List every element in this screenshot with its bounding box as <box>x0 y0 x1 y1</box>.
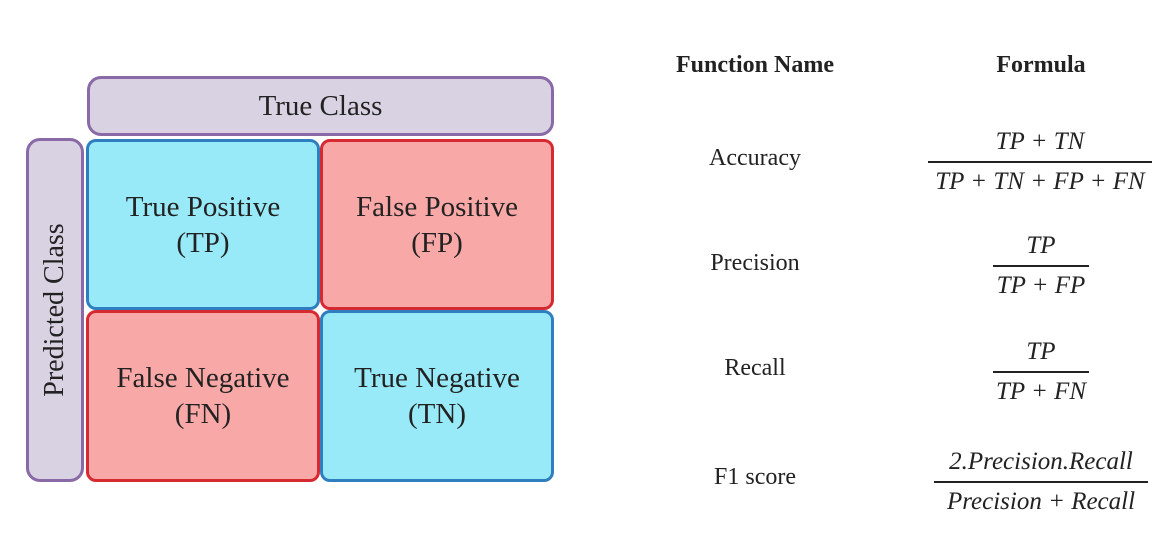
fraction-bar <box>928 161 1152 163</box>
false-negative-label: False Negative <box>116 362 290 394</box>
precision-name: Precision <box>710 250 800 276</box>
f1-score-formula: 2.Precision.Recall Precision + Recall <box>934 446 1148 518</box>
accuracy-formula: TP + TN TP + TN + FP + FN <box>928 126 1152 198</box>
fraction-bar <box>993 371 1089 373</box>
false-negative-cell: False Negative (FN) <box>86 310 320 482</box>
true-class-header: True Class <box>87 76 554 136</box>
false-positive-abbr: (FP) <box>411 226 463 259</box>
function-name-header: Function Name <box>676 52 834 78</box>
fraction-bar <box>934 481 1148 483</box>
f1-score-numerator: 2.Precision.Recall <box>949 448 1133 475</box>
predicted-class-label: Predicted Class <box>39 223 70 397</box>
accuracy-name: Accuracy <box>709 145 801 171</box>
false-negative-abbr: (FN) <box>174 398 232 430</box>
true-positive-label: True Positive <box>125 190 281 223</box>
true-negative-label: True Negative <box>354 362 520 394</box>
formula-header: Formula <box>996 52 1086 78</box>
accuracy-denominator: TP + TN + FP + FN <box>935 168 1145 195</box>
recall-denominator: TP + FN <box>995 378 1087 405</box>
true-positive-cell: True Positive (TP) <box>86 139 320 310</box>
precision-denominator: TP + FP <box>996 272 1086 299</box>
f1-score-name: F1 score <box>714 464 796 490</box>
precision-formula: TP TP + FP <box>993 230 1089 302</box>
true-positive-abbr: (TP) <box>176 226 230 259</box>
true-negative-cell: True Negative (TN) <box>320 310 554 482</box>
recall-formula: TP TP + FN <box>993 336 1089 408</box>
recall-name: Recall <box>724 355 786 381</box>
f1-score-denominator: Precision + Recall <box>946 488 1136 515</box>
true-negative-abbr: (TN) <box>408 398 466 430</box>
predicted-class-header: Predicted Class <box>26 138 84 482</box>
precision-numerator: TP <box>1026 232 1056 259</box>
recall-numerator: TP <box>1026 338 1056 365</box>
accuracy-numerator: TP + TN <box>995 128 1085 155</box>
false-positive-label: False Positive <box>356 190 518 223</box>
true-class-label: True Class <box>258 89 383 122</box>
fraction-bar <box>993 265 1089 267</box>
false-positive-cell: False Positive (FP) <box>320 139 554 310</box>
